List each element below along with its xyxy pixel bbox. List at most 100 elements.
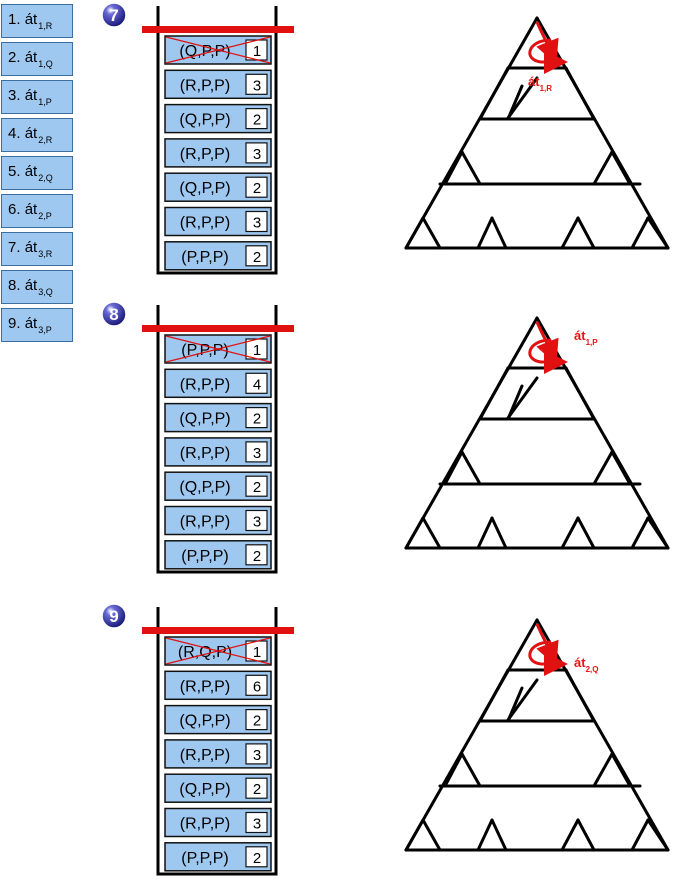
count-box — [245, 674, 268, 696]
count-box — [245, 544, 268, 566]
legend-label: át — [24, 125, 38, 142]
legend-label: át — [24, 163, 38, 180]
triangle-edge — [476, 516, 494, 550]
triangle-edge — [404, 16, 539, 250]
top-pointer-bar — [142, 325, 294, 332]
cell-count: 2 — [253, 180, 261, 197]
count-box — [245, 811, 268, 834]
stack-step-9: (R,Q,P)1(R,P,P)6(Q,P,P)2(R,P,P)3(Q,P,P)2… — [101, 603, 294, 876]
count-box — [245, 73, 268, 95]
triangle-edge — [443, 752, 464, 788]
count-box — [245, 142, 268, 164]
triangle-edge — [404, 818, 425, 852]
stack-cell: (Q,P,P) 2 — [164, 773, 272, 803]
stack-cell: (R,P,P)3 — [164, 206, 272, 237]
cell-label: (Q,P,P) — [179, 411, 230, 428]
sierpinski-triangle: át1,R — [404, 16, 670, 250]
legend-number: 7. — [8, 239, 21, 256]
triangle-edge — [630, 516, 650, 550]
triangle-edge — [476, 818, 494, 852]
triangle-edge — [476, 216, 494, 250]
legend-item: 8. át3,Q — [1, 270, 73, 304]
legend-item: 3. át1,P — [1, 80, 73, 114]
stack-container — [156, 607, 278, 876]
cell-count: 2 — [253, 249, 261, 266]
count-box — [245, 846, 268, 868]
triangle-edge — [535, 16, 670, 250]
cell-count: 1 — [253, 644, 261, 661]
triangle-edge — [490, 516, 508, 550]
top-pointer-bar — [142, 627, 294, 634]
triangle-edge — [535, 316, 670, 550]
move-label: át2,Q — [574, 655, 598, 674]
step-number: 8 — [109, 305, 118, 324]
legend-label: át — [24, 49, 38, 66]
triangle-edge — [478, 668, 510, 723]
cross-line — [165, 637, 271, 665]
step-number: 9 — [109, 607, 118, 626]
cell-label: (R,P,P) — [180, 376, 230, 393]
cell-count: 2 — [253, 548, 261, 565]
count-box — [245, 475, 268, 497]
cell-count: 3 — [253, 77, 261, 94]
triangle-edge — [564, 66, 596, 121]
stack-cell: (R,P,P)3 — [164, 807, 272, 838]
stack-cell: (R,P,P)4 — [164, 368, 272, 399]
stack-cell: (R,P,P)6 — [164, 670, 272, 701]
legend-label: át — [24, 315, 38, 332]
cell-label: (R,P,P) — [180, 445, 230, 462]
step-number: 7 — [109, 6, 118, 25]
cell-label: (R,P,P) — [180, 747, 230, 764]
legend-number: 1. — [8, 11, 21, 28]
cell-label: (P,P,P) — [181, 249, 228, 266]
triangle-edge — [506, 376, 539, 420]
triangle-edge — [560, 216, 580, 250]
triangle-edge — [592, 150, 614, 186]
cell-count: 3 — [253, 514, 261, 531]
cell-count: 2 — [253, 781, 261, 798]
legend-number: 4. — [8, 125, 21, 142]
triangle-edge — [421, 516, 442, 550]
legend-item: 4. át2,R — [1, 118, 73, 152]
stack-cell: (R,P,P)3 — [164, 138, 272, 168]
triangle-edge — [478, 366, 510, 421]
triangle-edge — [592, 450, 614, 486]
cell-count: 2 — [253, 112, 261, 129]
step-badge: 7 — [101, 2, 127, 28]
legend-number: 8. — [8, 277, 21, 294]
legend-subscript: 3,R — [38, 249, 53, 259]
triangle-edge — [404, 618, 539, 852]
cross-line — [165, 36, 271, 64]
triangle-edge — [610, 150, 632, 186]
stack-cell: (R,P,P) 3 — [164, 437, 272, 467]
cell-count: 3 — [253, 146, 261, 163]
cell-label: (Q,P,P) — [179, 112, 230, 129]
legend-number: 6. — [8, 201, 21, 218]
cell-label: (Q,P,P) — [179, 781, 230, 798]
triangle-edge — [646, 216, 670, 250]
stack-cell: (Q,P,P) 2 — [164, 402, 272, 433]
legend-number: 5. — [8, 163, 21, 180]
stack-cell: (R,Q,P)1 — [164, 636, 272, 666]
step-badge: 8 — [101, 301, 127, 327]
cell-count: 3 — [253, 445, 261, 462]
legend-label: át — [24, 11, 38, 28]
triangle-edge — [443, 450, 464, 486]
cell-count: 6 — [253, 678, 261, 695]
cell-count: 2 — [253, 411, 261, 428]
cell-count: 2 — [253, 713, 261, 730]
triangle-edge — [560, 818, 580, 852]
triangle-edge — [576, 516, 596, 550]
stack-cell: (P,P,P)1 — [164, 334, 272, 364]
top-pointer-bar — [142, 26, 294, 33]
legend-subscript: 1,P — [38, 97, 52, 107]
cell-label: (P,P,P) — [181, 548, 228, 565]
cross-line — [165, 335, 271, 363]
triangle-edge — [560, 516, 580, 550]
count-box — [245, 441, 268, 463]
triangle-edge — [460, 752, 482, 788]
triangle-edge — [460, 450, 482, 486]
cell-label: (P,P,P) — [181, 850, 228, 867]
triangle-edge — [592, 752, 614, 788]
